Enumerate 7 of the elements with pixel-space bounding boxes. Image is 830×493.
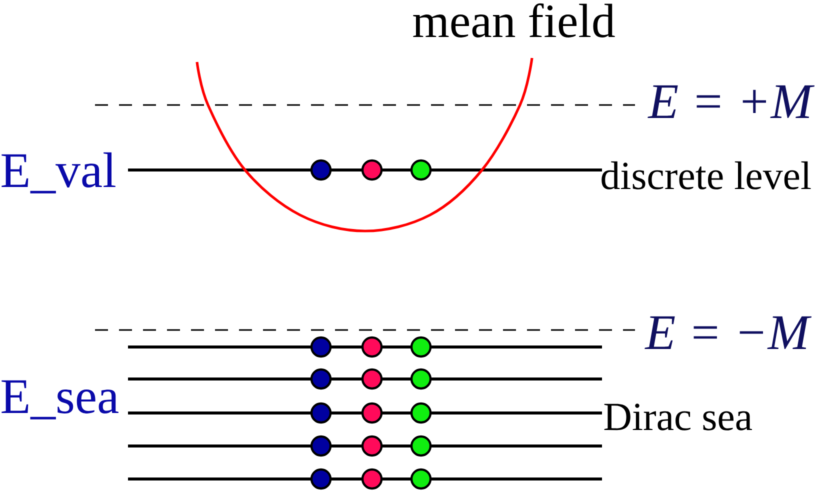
level-label: E_val — [2, 152, 116, 194]
curve-label: mean field — [413, 3, 615, 38]
energy-label: E = +M — [648, 85, 815, 118]
level-label: discrete level — [602, 161, 811, 190]
level-label: E_sea — [2, 380, 118, 420]
energy-label: E = −M — [644, 316, 812, 349]
level-label: Dirac sea — [604, 404, 752, 430]
